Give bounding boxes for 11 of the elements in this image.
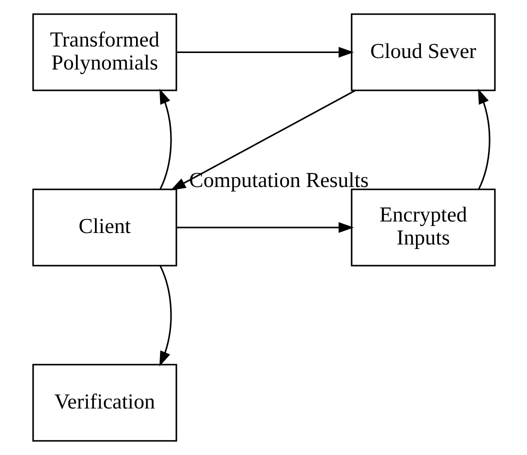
arrow: [158, 88, 172, 190]
node-box: Cloud Sever: [350, 13, 496, 92]
arrow: [170, 90, 356, 190]
arrow: [176, 46, 354, 58]
arrow: [477, 88, 490, 190]
node-box: Verification: [32, 364, 177, 442]
node-box: Encrypted Inputs: [350, 188, 496, 266]
node-box: Client: [32, 188, 177, 266]
node-box: Transformed Polynomials: [32, 13, 177, 92]
arrow: [158, 266, 172, 366]
arrow: [176, 222, 354, 233]
